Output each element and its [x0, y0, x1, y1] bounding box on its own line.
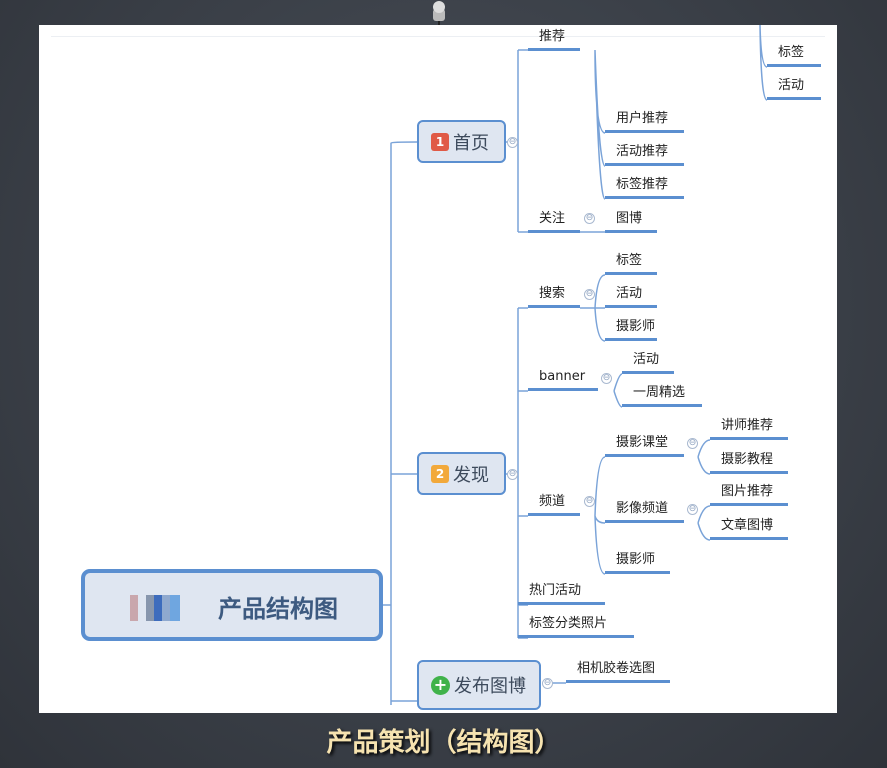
node-tag-photos[interactable]: 标签分类照片 [518, 614, 634, 638]
branch-label: 发现 [453, 464, 489, 486]
node-video-channel[interactable]: 影像频道 [605, 499, 684, 523]
branch-discover[interactable]: 2 发现 [417, 452, 506, 495]
collapse-toggle[interactable]: ⊖ [542, 678, 553, 689]
node-photo-tutorial[interactable]: 摄影教程 [710, 450, 788, 474]
node-weekly-picks[interactable]: 一周精选 [622, 383, 702, 407]
collapse-toggle[interactable]: ⊖ [584, 496, 595, 507]
node-user-recommend[interactable]: 用户推荐 [605, 109, 684, 133]
collapse-toggle[interactable]: ⊖ [687, 438, 698, 449]
node-hot-activity[interactable]: 热门活动 [518, 581, 605, 605]
collapse-toggle[interactable]: ⊖ [507, 469, 518, 480]
node-recommend[interactable]: 推荐 [528, 27, 580, 51]
node-search-photographer[interactable]: 摄影师 [605, 317, 657, 341]
priority-2-badge: 2 [431, 464, 449, 483]
node-banner[interactable]: banner [528, 367, 598, 391]
branch-label: 首页 [453, 132, 489, 154]
branch-home[interactable]: 1 首页 [417, 120, 506, 163]
priority-1-badge: 1 [431, 132, 449, 151]
root-title: 产品结构图 [218, 595, 338, 623]
node-tag[interactable]: 标签 [767, 43, 821, 67]
node-activity-recommend[interactable]: 活动推荐 [605, 142, 684, 166]
node-article-post[interactable]: 文章图博 [710, 516, 788, 540]
node-camera-roll-select[interactable]: 相机胶卷选图 [566, 659, 670, 683]
node-lecturer-recommend[interactable]: 讲师推荐 [710, 416, 788, 440]
mindmap-canvas: 产品结构图 1 首页 2 发现 + 发布图博 ⊖ ⊖ ⊖ ⊖ ⊖ ⊖ ⊖ ⊖ ⊖… [39, 25, 837, 713]
node-tag-recommend[interactable]: 标签推荐 [605, 175, 684, 199]
node-search[interactable]: 搜索 [528, 284, 580, 308]
node-channel[interactable]: 频道 [528, 492, 580, 516]
collapse-toggle[interactable]: ⊖ [584, 213, 595, 224]
node-search-activity[interactable]: 活动 [605, 284, 657, 308]
slide-caption: 产品策划（结构图） [326, 728, 561, 758]
collapse-toggle[interactable]: ⊖ [584, 289, 595, 300]
collapse-toggle[interactable]: ⊖ [687, 504, 698, 515]
branch-label: 发布图博 [454, 676, 526, 697]
node-activity[interactable]: 活动 [767, 76, 821, 100]
branch-publish[interactable]: + 发布图博 [417, 660, 541, 710]
node-photo-post[interactable]: 图博 [605, 209, 657, 233]
node-search-tag[interactable]: 标签 [605, 251, 657, 275]
collapse-toggle[interactable]: ⊖ [601, 373, 612, 384]
node-image-recommend[interactable]: 图片推荐 [710, 482, 788, 506]
divider [51, 36, 825, 37]
plus-icon: + [431, 675, 450, 695]
node-follow[interactable]: 关注 [528, 209, 580, 233]
collapse-toggle[interactable]: ⊖ [507, 137, 518, 148]
root-node[interactable]: 产品结构图 [81, 569, 383, 641]
node-channel-photographer[interactable]: 摄影师 [605, 550, 670, 574]
blurred-logo-icon [130, 595, 180, 621]
node-photo-class[interactable]: 摄影课堂 [605, 433, 684, 457]
node-banner-activity[interactable]: 活动 [622, 350, 674, 374]
